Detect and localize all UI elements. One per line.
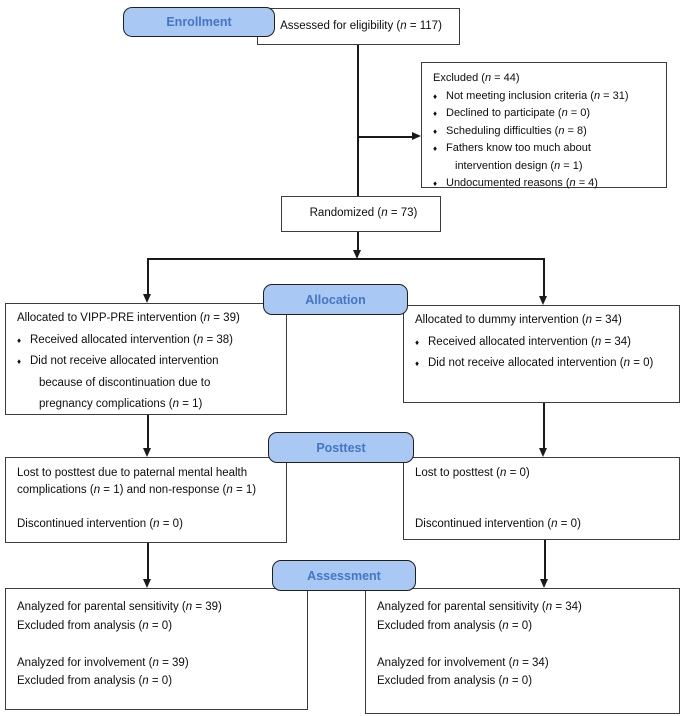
bullet-line: ♦ Not meeting inclusion criteria (n = 31) [422,88,666,106]
box-line: Assessed for eligibility (n = 117) [280,19,442,32]
arrowhead-allocation-left [143,294,151,303]
bullet-text: Received allocated intervention (n = 34) [428,335,631,348]
box-title: Excluded (n = 44) [433,72,520,84]
blank-line [404,482,679,499]
bullet-line: ♦ Received allocated intervention (n = 38… [6,330,286,352]
connector-eligibility-to-randomized [357,45,359,196]
box-line: Excluded from analysis (n = 0) [17,675,173,687]
arrowhead-allocation-right [539,296,547,305]
connector-split-horizontal [147,258,544,260]
bullet-text: Not meeting inclusion criteria (n = 31) [446,89,629,102]
diamond-bullet-icon: ♦ [433,179,438,188]
box-line: Randomized (n = 73) [309,207,418,220]
box-line: Analyzed for parental sensitivity (n = 3… [17,601,222,613]
arrowhead-posttest-right [539,448,547,457]
posttest-left-box: Lost to posttest due to paternal mental … [5,457,287,543]
bullet-line: ♦ Did not receive allocated intervention [6,351,286,373]
bullet-continuation: intervention design (n = 1) [455,159,583,172]
box-line: Discontinued intervention (n = 0) [415,518,581,530]
connector-split-to-allocation-left [147,258,149,295]
bullet-text: Fathers know too much about [446,142,591,154]
bullet-text: Did not receive allocated intervention (… [428,357,654,369]
bullet-line: ♦ Undocumented reasons (n = 4) [422,175,666,193]
diamond-bullet-icon: ♦ [433,144,438,153]
connector-split-to-allocation-right [543,258,545,297]
box-title: Allocated to dummy intervention (n = 34) [415,314,622,326]
randomized-box: Randomized (n = 73) [281,196,441,232]
bullet-line: ♦ Received allocated intervention (n = 34… [404,332,679,354]
stage-label-enrollment: Enrollment [123,7,275,37]
diamond-bullet-icon: ♦ [433,91,438,101]
posttest-right-box: Lost to posttest (n = 0) Discontinued in… [403,457,680,540]
diamond-bullet-icon: ♦ [415,359,420,368]
arrowhead-posttest-left [143,448,151,457]
eligibility-box: Assessed for eligibility (n = 117) [257,8,460,45]
connector-posttest-to-assessment-left [147,543,149,580]
bullet-text: Declined to participate (n = 0) [446,107,591,119]
blank-line [6,635,307,654]
bullet-text: Received allocated intervention (n = 38) [30,333,233,346]
connector-randomized-to-split [357,232,359,252]
assessment-right-box: Analyzed for parental sensitivity (n = 3… [365,588,680,714]
bullet-text: Scheduling difficulties (n = 8) [446,124,587,137]
box-line: Excluded from analysis (n = 0) [377,619,533,632]
box-title: Allocated to VIPP-PRE intervention (n = … [17,312,240,324]
box-line: Discontinued intervention (n = 0) [17,518,183,530]
connector-allocation-to-posttest-left [147,415,149,449]
box-line: Excluded from analysis (n = 0) [17,619,173,632]
bullet-text: Did not receive allocated intervention [30,355,219,367]
diamond-bullet-icon: ♦ [433,109,438,118]
stage-label-posttest: Posttest [268,432,414,463]
assessment-left-box: Analyzed for parental sensitivity (n = 3… [5,588,308,710]
stage-label-allocation: Allocation [263,284,408,315]
connector-allocation-to-posttest-right [543,403,545,449]
arrowhead-excluded [412,132,421,140]
bullet-text: Undocumented reasons (n = 4) [446,177,598,189]
connector-posttest-to-assessment-right [544,540,546,580]
box-line: Excluded from analysis (n = 0) [377,675,533,687]
blank-line [404,499,679,516]
bullet-continuation: pregnancy complications (n = 1) [39,398,203,410]
arrowhead-split [353,250,361,259]
box-line: Lost to posttest (n = 0) [415,467,530,479]
box-line: complications (n = 1) and non-response (… [17,484,257,496]
diamond-bullet-icon: ♦ [433,126,438,136]
blank-line [6,499,286,516]
bullet-line: ♦ Scheduling difficulties (n = 8) [422,123,666,141]
box-line: Analyzed for parental sensitivity (n = 3… [377,601,582,613]
allocation-right-box: Allocated to dummy intervention (n = 34)… [403,305,680,403]
box-line: Analyzed for involvement (n = 34) [377,656,549,669]
allocation-left-box: Allocated to VIPP-PRE intervention (n = … [5,303,287,415]
arrowhead-assessment-left [143,579,151,588]
bullet-line: ♦ Declined to participate (n = 0) [422,105,666,123]
connector-to-excluded [358,136,413,138]
excluded-box: Excluded (n = 44) ♦ Not meeting inclusion … [421,62,667,189]
diamond-bullet-icon: ♦ [415,337,420,347]
diamond-bullet-icon: ♦ [17,335,22,345]
blank-line [366,635,679,654]
bullet-line: ♦ Did not receive allocated intervention … [404,353,679,375]
bullet-continuation: because of discontinuation due to [39,376,211,389]
box-line: Lost to posttest due to paternal mental … [17,467,248,479]
diamond-bullet-icon: ♦ [17,357,22,366]
stage-label-assessment: Assessment [272,560,416,591]
bullet-line: ♦ Fathers know too much about [422,140,666,158]
arrowhead-assessment-right [540,579,548,588]
box-line: Analyzed for involvement (n = 39) [17,656,189,669]
